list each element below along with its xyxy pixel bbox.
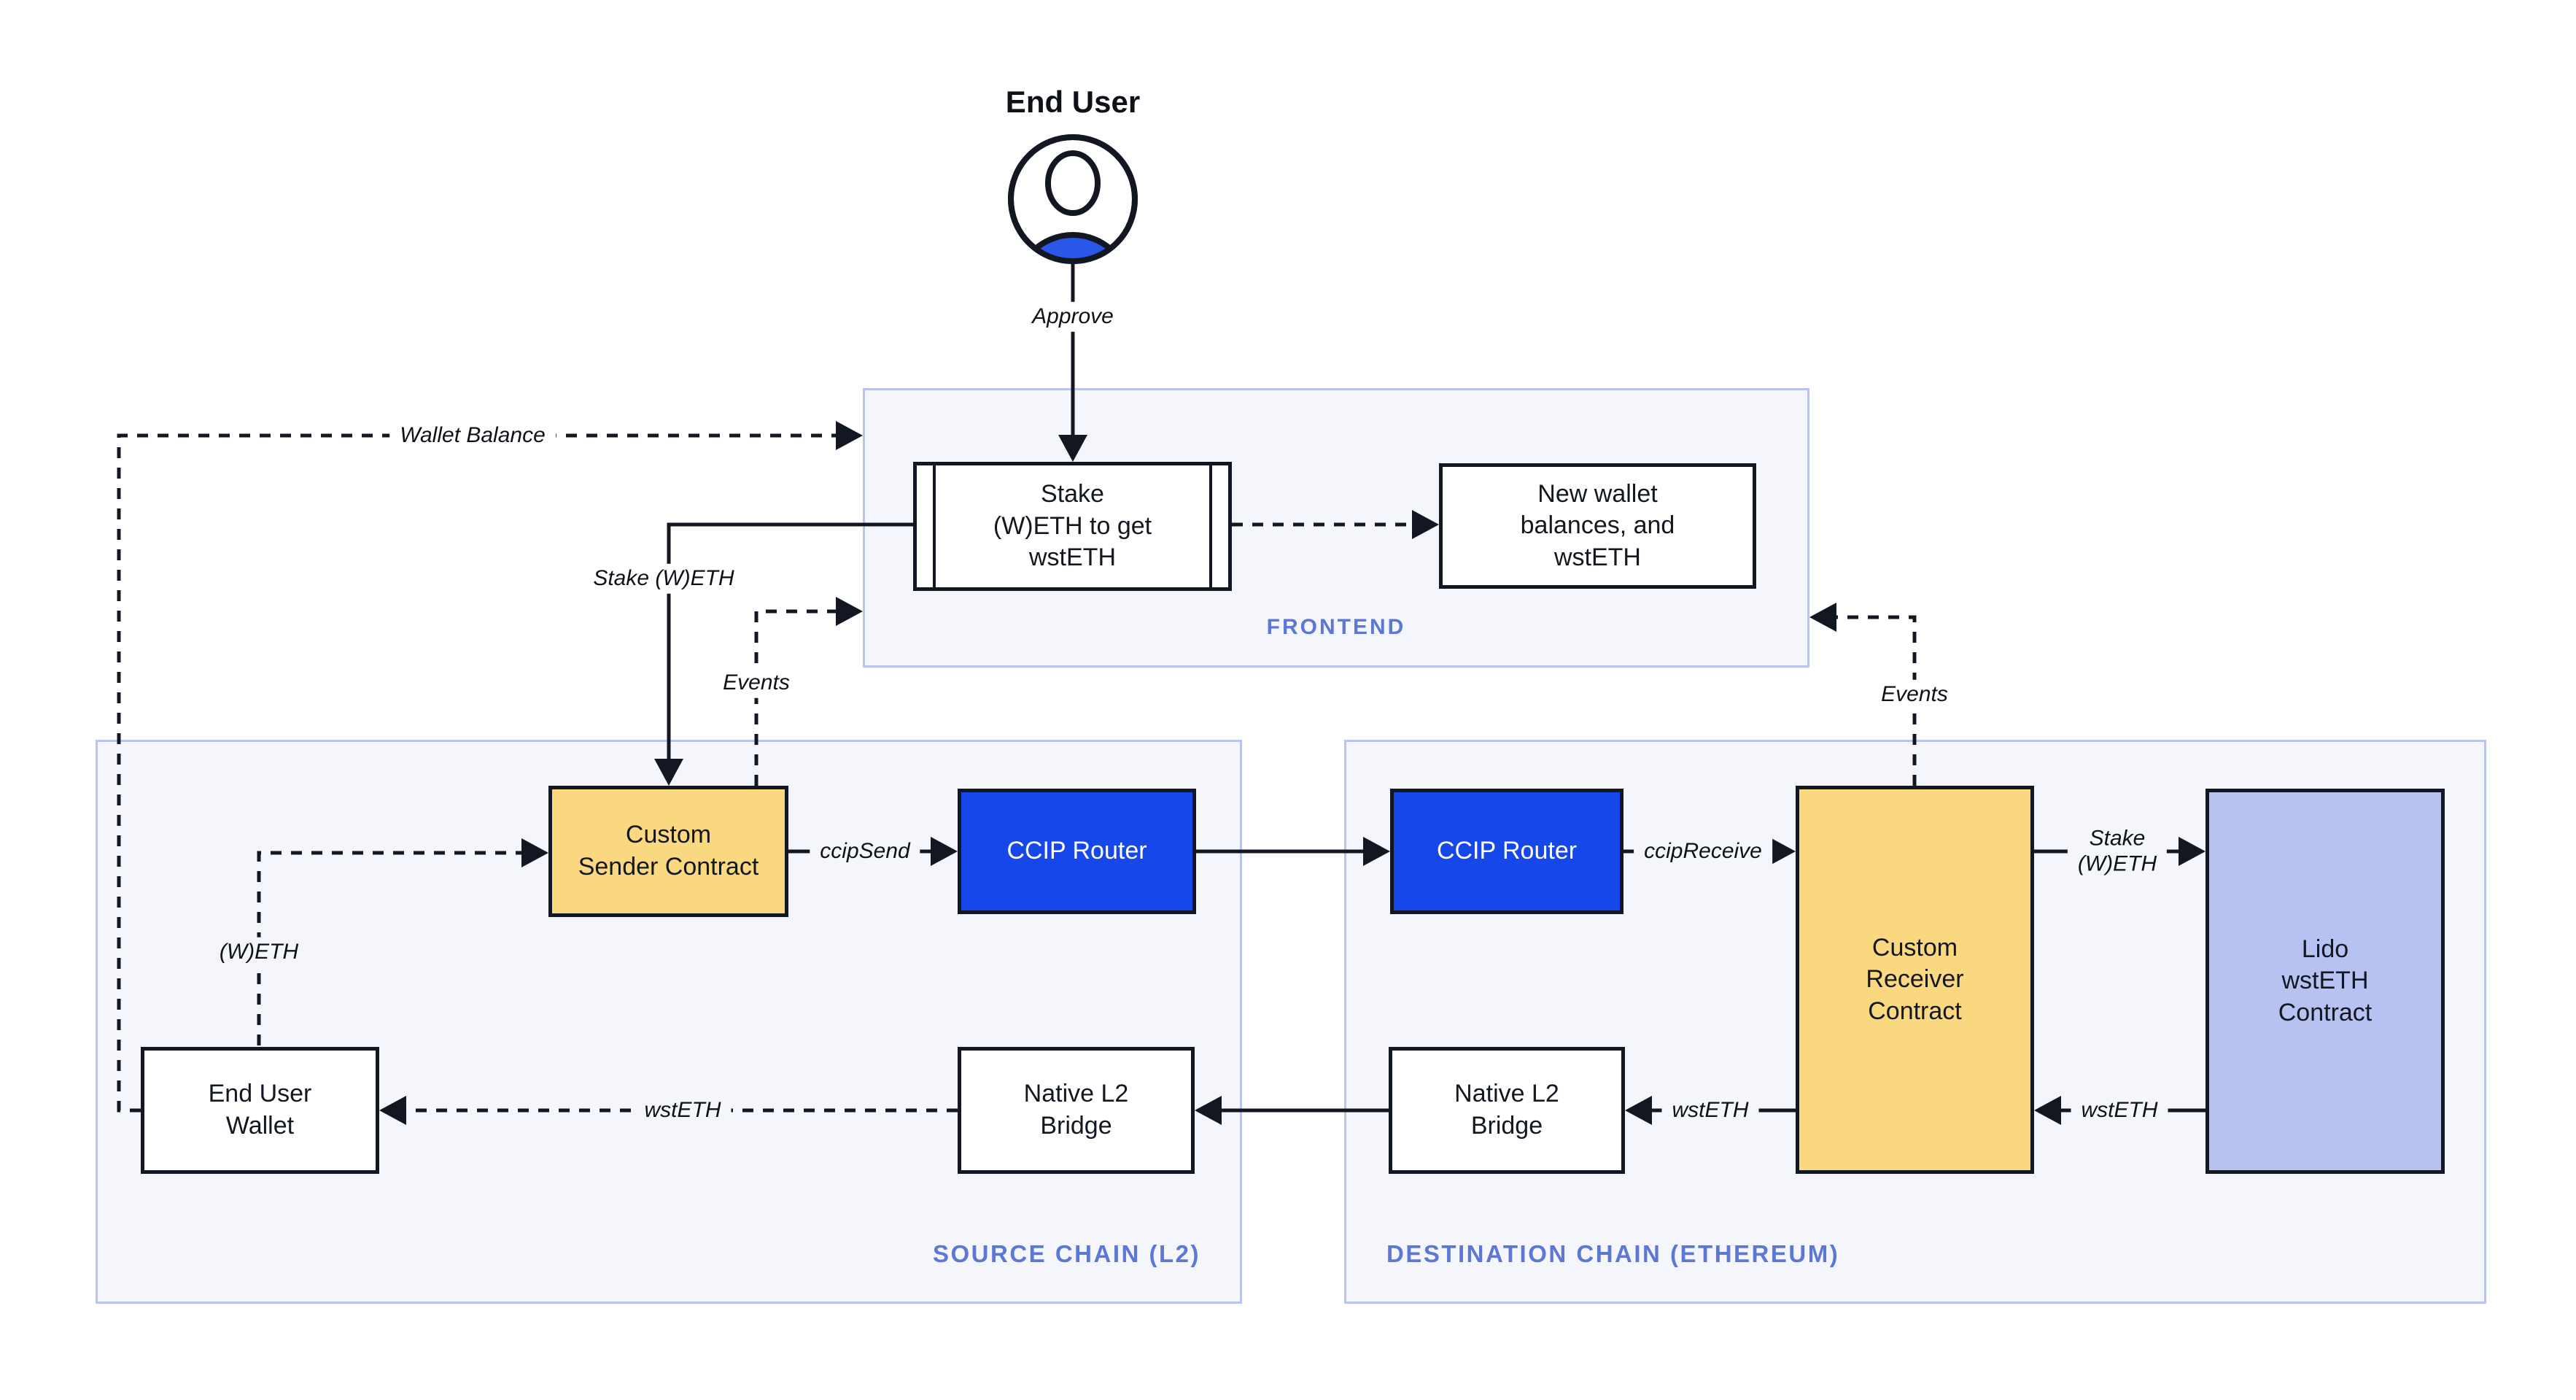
events-right-label: Events [1871,679,1958,710]
source-chain-label: SOURCE CHAIN (L2) [932,1240,1200,1267]
ccip-send-label: ccipSend [810,836,920,867]
frontend-label: FRONTEND [1266,615,1406,639]
edge-router-to-router [1196,837,1390,866]
ccip-router-destination-box: CCIP Router [1390,789,1623,914]
edge-events-right [1809,603,1917,786]
edge-stake-to-newwallet [1232,510,1439,539]
stake-weth-dest-label: Stake (W)ETH [2067,824,2168,879]
custom-receiver-contract-box: Custom Receiver Contract [1796,786,2034,1174]
user-outer-ring [1008,134,1138,264]
ccip-receive-label: ccipReceive [1634,836,1772,867]
wsteth-lido-label: wstETH [2071,1095,2168,1126]
user-head [1045,150,1101,216]
wsteth-receiver-label: wstETH [1661,1095,1759,1126]
destination-chain-label: DESTINATION CHAIN (ETHEREUM) [1386,1240,1840,1267]
edge-bridge-to-bridge [1195,1096,1389,1125]
edge-stake-weth [654,522,913,786]
edge-weth [257,838,548,1045]
stake-weth-label: Stake (W)ETH [583,563,745,594]
edge-events-left [754,597,863,786]
ccip-router-source-box: CCIP Router [958,789,1196,914]
lido-wsteth-contract-box: Lido wstETH Contract [2205,789,2445,1174]
edge-wsteth-bridge [379,1096,958,1125]
stake-weth-box: Stake (W)ETH to get wstETH [913,462,1232,591]
end-user-icon [1008,134,1138,264]
user-shoulders [1013,232,1133,259]
custom-sender-contract-box: Custom Sender Contract [548,786,788,917]
edge-approve [1058,264,1087,462]
wallet-balance-label: Wallet Balance [389,420,556,451]
weth-label: (W)ETH [209,937,309,967]
end-user-title: End User [1005,85,1141,119]
events-left-label: Events [713,668,800,698]
edge-wallet-balance [117,421,863,1113]
end-user-wallet-box: End User Wallet [141,1047,379,1174]
native-l2-bridge-source-box: Native L2 Bridge [958,1047,1195,1174]
wsteth-bridge-label: wstETH [634,1095,732,1126]
new-wallet-box: New wallet balances, and wstETH [1439,463,1756,589]
approve-label: Approve [1022,301,1124,332]
native-l2-bridge-destination-box: Native L2 Bridge [1389,1047,1625,1174]
